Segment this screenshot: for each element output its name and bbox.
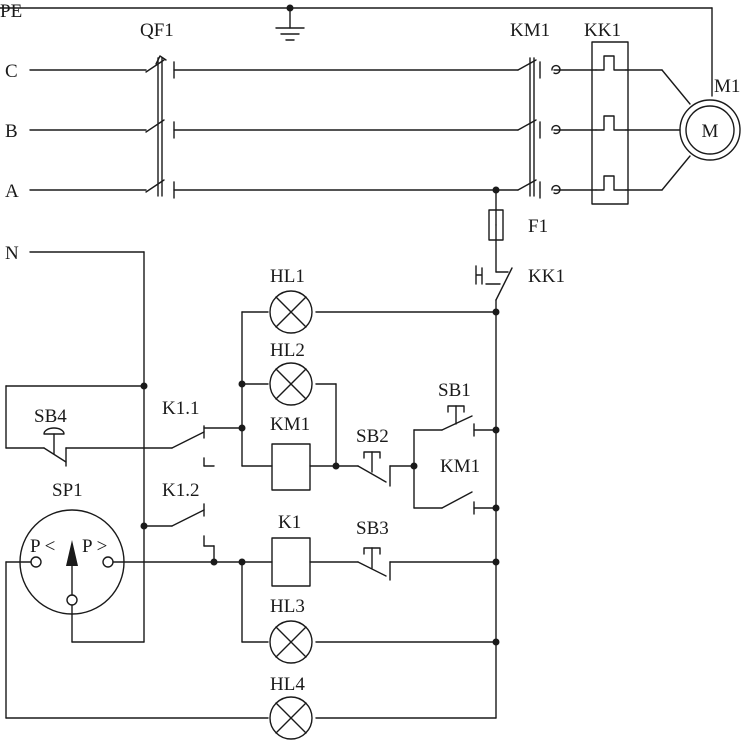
qf1-label: QF1: [140, 20, 174, 41]
sb2-button: [357, 451, 391, 487]
sp1-pressure-switch: [19, 509, 125, 615]
sb3-label: SB3: [356, 518, 389, 539]
km1-aux-label: KM1: [440, 456, 480, 477]
hl3-lamp-icon: [269, 620, 313, 664]
b-label: B: [5, 121, 18, 142]
sp1-label: SP1: [52, 480, 83, 501]
c-label: C: [5, 61, 18, 82]
n-label: N: [5, 243, 19, 264]
km1-coil: [271, 443, 311, 491]
hl1-label: HL1: [270, 266, 305, 287]
hl4-lamp-icon: [269, 696, 313, 740]
k1-1-contact: [143, 425, 243, 467]
hl3-label: HL3: [270, 596, 305, 617]
sb1-label: SB1: [438, 380, 471, 401]
kk1-contact-label: KK1: [528, 266, 565, 287]
pe-label: PE: [0, 1, 22, 22]
km1-aux-contact: [441, 491, 475, 515]
k1-coil: [271, 537, 311, 587]
k1-2-label: K1.2: [162, 480, 199, 501]
power-section: M: [0, 4, 741, 205]
sb4-label: SB4: [34, 406, 67, 427]
hl2-lamp-icon: [269, 362, 313, 406]
k1-2-contact: [143, 503, 215, 563]
motor-icon: [679, 99, 741, 161]
control-section: [5, 189, 513, 740]
km1-coil-label: KM1: [270, 414, 310, 435]
sb4-button: [43, 427, 67, 467]
k1-coil-label: K1: [278, 512, 301, 533]
kk1-nc-contact: [475, 265, 513, 301]
sb3-button: [357, 547, 391, 581]
km1-main-contacts: [517, 57, 561, 199]
a-label: A: [5, 181, 19, 202]
hl2-label: HL2: [270, 340, 305, 361]
sb1-button: [441, 405, 475, 437]
labels: PE C B A N QF1 KM1 KK1 M1 F1 KK1 HL1 HL2…: [0, 1, 740, 695]
sp1-low-label: P <: [30, 536, 55, 557]
sp1-high-label: P >: [82, 536, 107, 557]
qf1-breaker: [145, 55, 175, 199]
motor-label: M1: [714, 76, 740, 97]
sb2-label: SB2: [356, 426, 389, 447]
motor-symbol: M: [702, 121, 719, 142]
f1-label: F1: [528, 216, 548, 237]
km1-main-label: KM1: [510, 20, 550, 41]
hl1-lamp-icon: [269, 290, 313, 334]
ground-icon: [275, 7, 305, 41]
kk1-thermal-relay: [591, 41, 629, 205]
hl4-label: HL4: [270, 674, 305, 695]
kk1-thermal-label: KK1: [584, 20, 621, 41]
k1-1-label: K1.1: [162, 398, 199, 419]
